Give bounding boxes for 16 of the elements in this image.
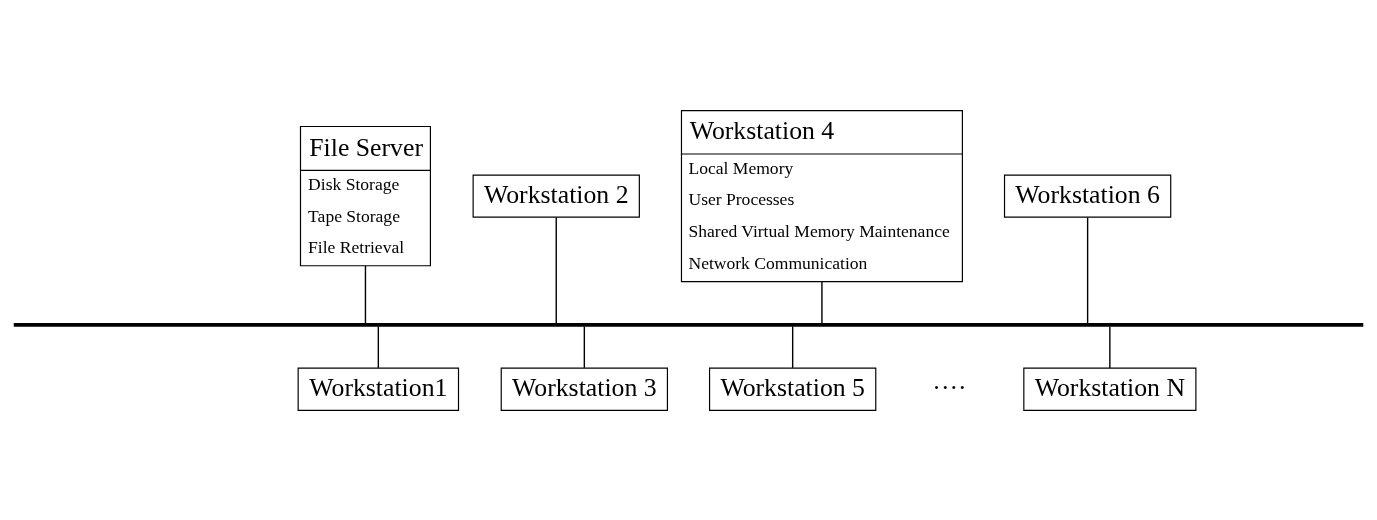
connector — [364, 264, 367, 324]
connector — [791, 325, 794, 369]
connector — [821, 280, 823, 324]
node-box: Workstation 3 — [500, 367, 668, 411]
connector — [555, 216, 557, 324]
node-box: Workstation1 — [297, 367, 460, 411]
node-box: Workstation 6 — [1003, 173, 1172, 218]
connector — [1086, 216, 1089, 324]
label: ···· — [932, 372, 967, 402]
connector — [1109, 325, 1111, 369]
node-box: Workstation 5 — [709, 367, 877, 411]
node-box: Workstation 2 — [472, 173, 640, 218]
node-bar — [13, 322, 1364, 327]
connector — [377, 325, 380, 369]
connector — [583, 325, 586, 369]
node-box: Workstation N — [1023, 367, 1197, 411]
